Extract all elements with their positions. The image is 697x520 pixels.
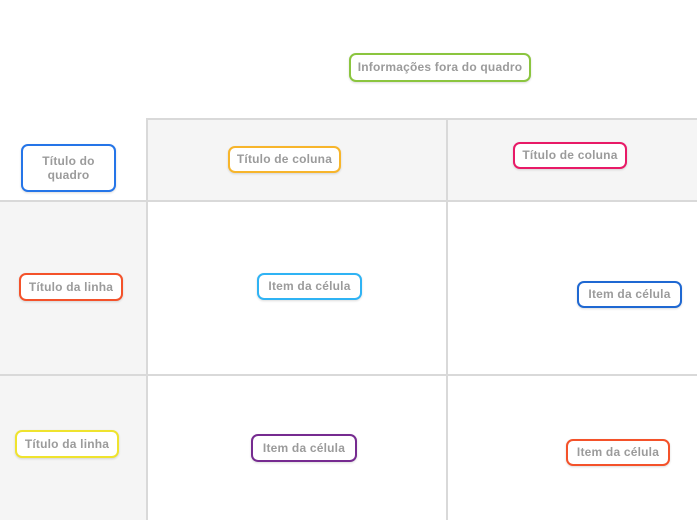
row-header-2-label[interactable]: Título da linha (15, 430, 119, 458)
outside-board-info-label[interactable]: Informações fora do quadro (349, 53, 531, 82)
cell-item-row1-col1-label[interactable]: Item da célula (257, 273, 362, 300)
cell-item-row2-col2-label[interactable]: Item da célula (566, 439, 670, 466)
grid-horizontal-line-row-divider (0, 374, 697, 376)
grid-vertical-line-1 (146, 118, 148, 520)
grid-vertical-line-2 (446, 118, 448, 520)
cell-item-row1-col2-label[interactable]: Item da célula (577, 281, 682, 308)
row-header-1-label[interactable]: Título da linha (19, 273, 123, 301)
column-header-1-label[interactable]: Título de coluna (228, 146, 341, 173)
cell-item-row2-col1-label[interactable]: Item da célula (251, 434, 357, 462)
column-header-2-label[interactable]: Título de coluna (513, 142, 627, 169)
row-header-column-background (0, 202, 146, 520)
grid-horizontal-line-top (146, 118, 697, 120)
board-title-label[interactable]: Título do quadro (21, 144, 116, 192)
grid-horizontal-line-header (0, 200, 697, 202)
